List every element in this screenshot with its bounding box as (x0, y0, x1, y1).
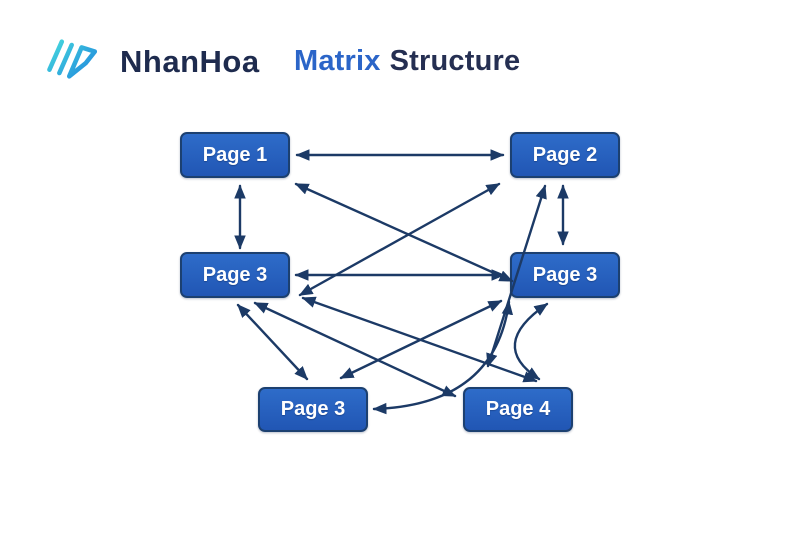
diagram-node-page3-bottom: Page 3 (258, 387, 368, 432)
diagram-node-page4: Page 4 (463, 387, 573, 432)
arrow-page3-mid-left--page4-left (253, 301, 457, 398)
page-title-rest: Structure (389, 45, 521, 77)
arrow-page3-mid-right--page4-curve (513, 302, 549, 381)
arrow-page1--page3-mid-right (294, 182, 514, 283)
brand-name: NhanHoa (120, 44, 260, 79)
page-title-accent: Matrix (294, 45, 381, 77)
diagram-node-page1: Page 1 (180, 132, 290, 178)
diagram-node-page2: Page 2 (510, 132, 620, 178)
arrow-page3-mid-left--page2 (298, 182, 501, 297)
arrow-page3-mid-left--page3-bottom (236, 303, 309, 381)
diagram-node-page3-mid-left: Page 3 (180, 252, 290, 298)
arrow-page3-bottom--page3-mid-right (339, 299, 503, 380)
diagram-node-page3-mid-right: Page 3 (510, 252, 620, 298)
arrow-page3-mid-left--page4-top-right (301, 296, 538, 383)
nhanhoa-logo-icon (47, 39, 98, 79)
